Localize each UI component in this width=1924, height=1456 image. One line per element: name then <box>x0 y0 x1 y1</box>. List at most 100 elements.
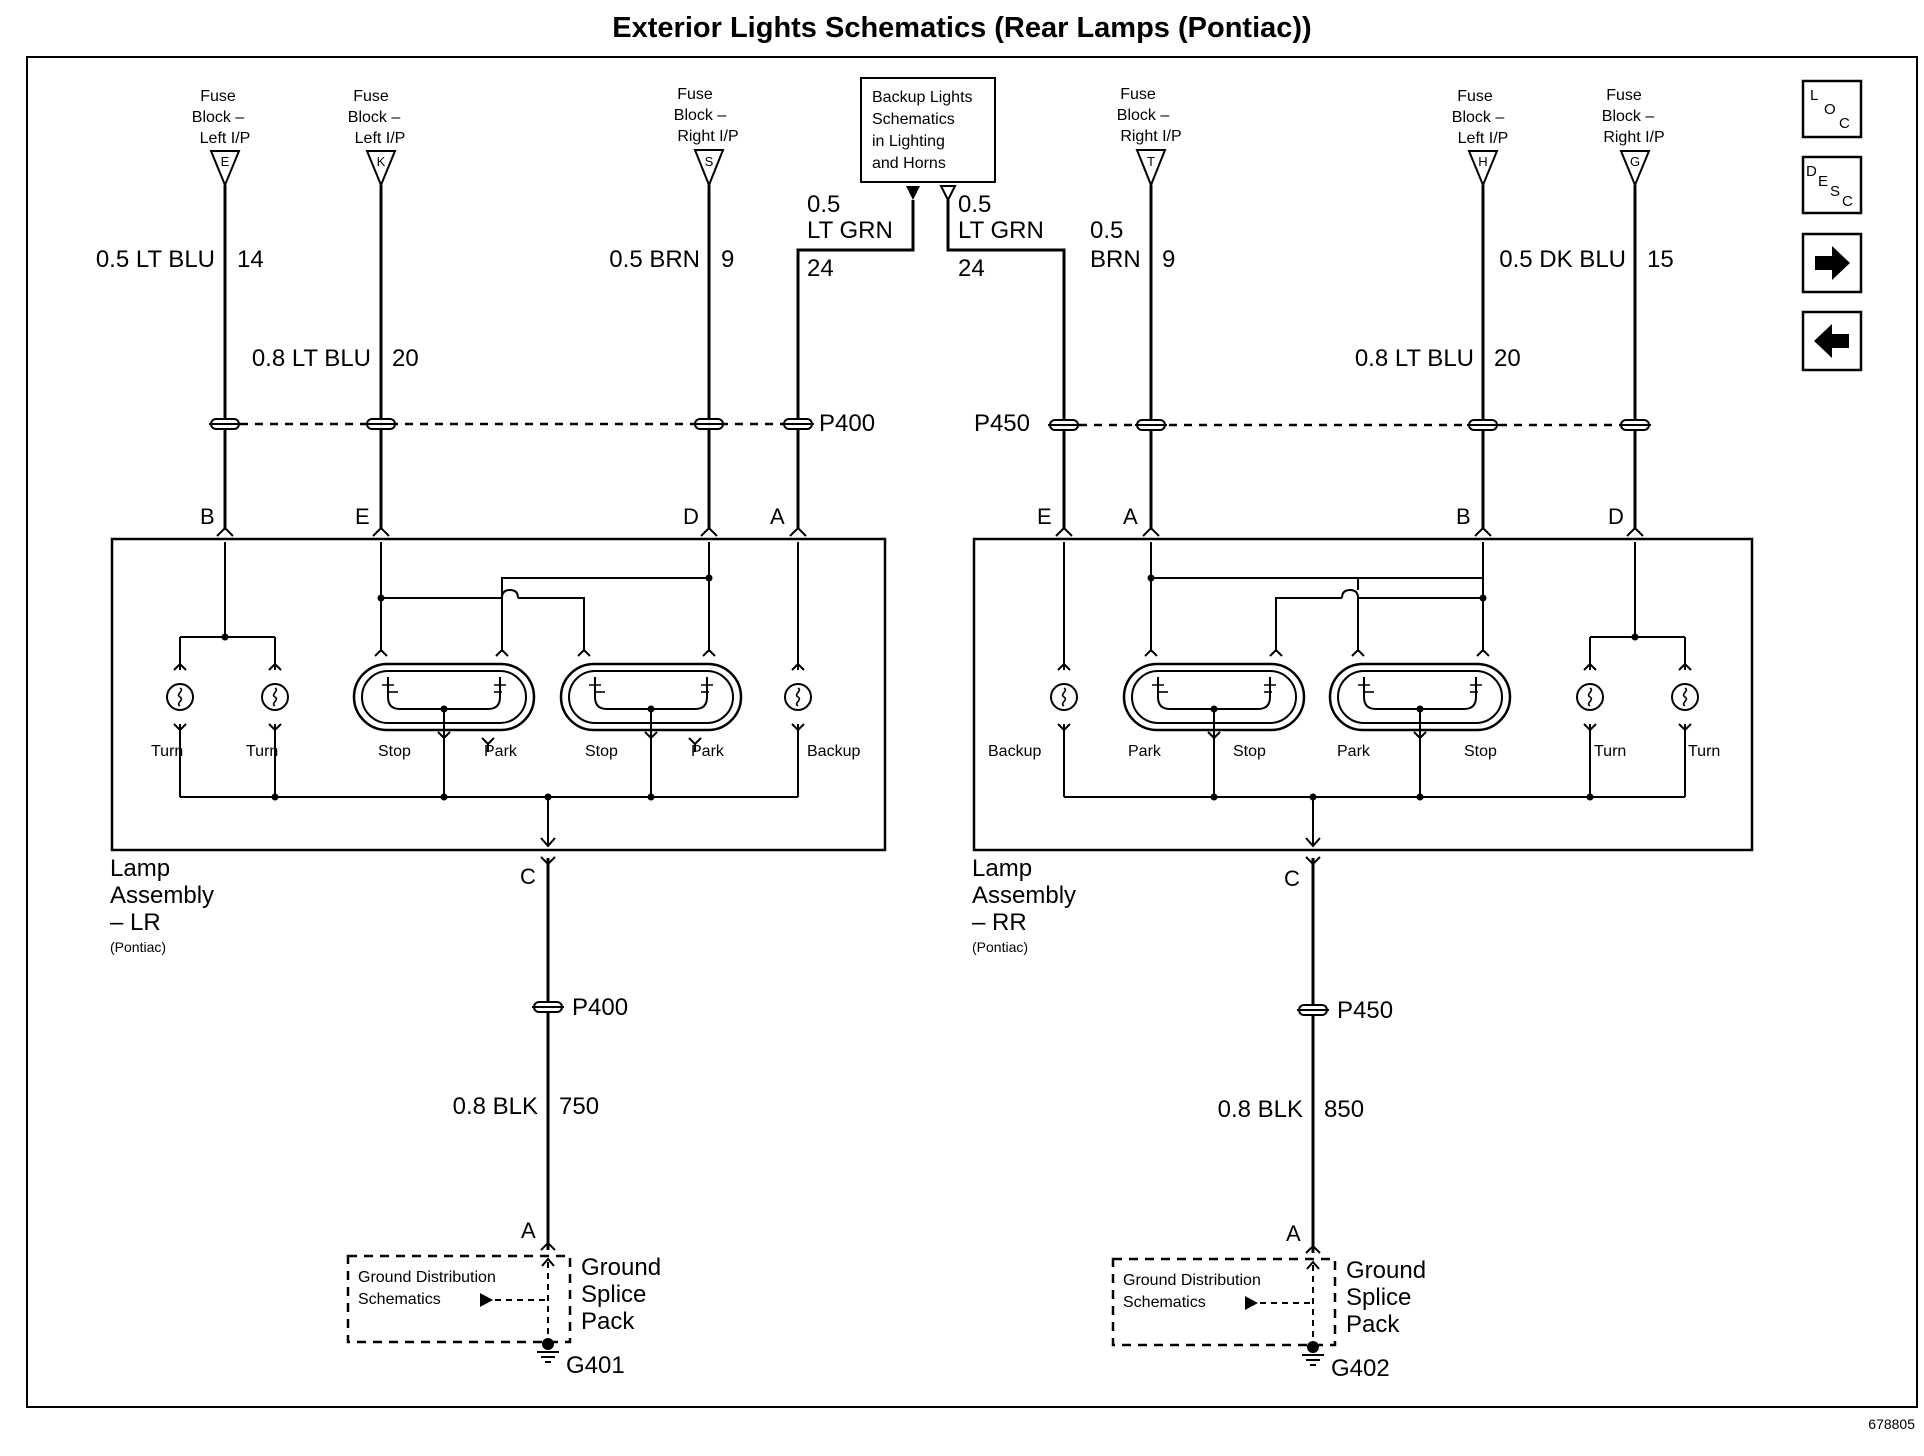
svg-text:Lamp: Lamp <box>110 855 170 882</box>
diagram-frame <box>26 56 1918 1408</box>
wire-lr-ground-circuit: 750 <box>559 1093 599 1120</box>
wire-rr-backup-circuit: 24 <box>958 255 985 282</box>
fuse-rr-park: Fuse Block – Left I/P H <box>1452 88 1509 188</box>
ground-distribution-box-rr[interactable]: Ground Distribution Schematics <box>1111 1257 1337 1366</box>
prev-page-button[interactable] <box>1801 310 1863 372</box>
svg-text:E: E <box>1818 173 1828 190</box>
document-number: 678805 <box>1868 1416 1915 1432</box>
lamp-assembly-rr: Backup Park Stop Park Stop Turn Turn <box>972 537 1754 852</box>
svg-text:Schematics: Schematics <box>872 111 955 128</box>
fuse-rr-turn: Fuse Block – Right I/P G <box>1602 87 1665 188</box>
svg-text:C: C <box>1842 193 1853 210</box>
lr-pin-ground: C <box>520 864 536 889</box>
lr-bulb-label: Turn <box>246 743 278 760</box>
rr-bulb-label: Park <box>1337 743 1371 760</box>
wire-rr-ground-circuit: 850 <box>1324 1096 1364 1123</box>
svg-text:O: O <box>1824 101 1836 118</box>
ground-g402-label: G402 <box>1331 1355 1390 1382</box>
wire-rr-park-circuit: 20 <box>1494 345 1521 372</box>
svg-text:Ground: Ground <box>581 1254 661 1281</box>
svg-text:Block –: Block – <box>192 109 245 126</box>
wire-lr-turn-label: 0.5 LT BLU <box>96 246 215 273</box>
rr-bulb-label: Turn <box>1688 743 1720 760</box>
lr-assembly-label: Lamp Assembly – LR (Pontiac) <box>110 855 214 955</box>
ground-connector-p400-label: P400 <box>572 994 628 1021</box>
lr-bulb-label: Park <box>484 743 518 760</box>
svg-text:Right I/P: Right I/P <box>1120 128 1181 145</box>
diagram-title: Exterior Lights Schematics (Rear Lamps (… <box>612 12 1311 44</box>
upper-wires <box>223 185 1637 530</box>
wire-lr-backup-color: LT GRN <box>807 217 893 244</box>
svg-text:Block –: Block – <box>1117 107 1170 124</box>
svg-text:Fuse: Fuse <box>1457 88 1493 105</box>
svg-text:in Lighting: in Lighting <box>872 133 945 150</box>
wire-rr-stop-size: 0.5 <box>1090 217 1123 244</box>
lr-bulb-label: Park <box>691 743 725 760</box>
rr-pin-backup: E <box>1037 504 1052 529</box>
svg-text:Schematics: Schematics <box>1123 1294 1206 1311</box>
fuse-lr-stop: Fuse Block – Right I/P S <box>674 86 739 188</box>
wire-rr-backup-color: LT GRN <box>958 217 1044 244</box>
svg-text:Ground: Ground <box>1346 1257 1426 1284</box>
lr-pin-splice: A <box>521 1218 536 1243</box>
rr-pin-ground: C <box>1284 866 1300 891</box>
rr-bulb-label: Stop <box>1233 743 1266 760</box>
ground-distribution-box-lr[interactable]: Ground Distribution Schematics <box>346 1254 572 1363</box>
rr-pin-park: B <box>1456 504 1471 529</box>
ground-g401-label: G401 <box>566 1352 625 1379</box>
lr-bulb-label: Stop <box>585 743 618 760</box>
lr-bulb-label: Turn <box>151 743 183 760</box>
svg-text:Splice: Splice <box>581 1281 646 1308</box>
ground-circuit-rr <box>1296 856 1330 1254</box>
rr-bulb-label: Park <box>1128 743 1162 760</box>
svg-text:S: S <box>1830 183 1840 200</box>
connector-p400-label: P400 <box>819 410 875 437</box>
backup-arrow-left <box>906 186 920 200</box>
svg-text:S: S <box>705 154 714 169</box>
svg-text:Fuse: Fuse <box>200 88 236 105</box>
svg-text:Schematics: Schematics <box>358 1291 441 1308</box>
svg-text:Left I/P: Left I/P <box>1458 130 1509 147</box>
svg-text:– RR: – RR <box>972 909 1027 936</box>
fuse-lr-turn: Fuse Block – Left I/P E <box>192 88 251 188</box>
svg-text:(Pontiac): (Pontiac) <box>972 939 1028 955</box>
svg-text:Left I/P: Left I/P <box>355 130 406 147</box>
wire-rr-stop-color: BRN <box>1090 246 1141 273</box>
fuse-lr-park: Fuse Block – Left I/P K <box>348 88 406 188</box>
svg-text:H: H <box>1478 154 1487 169</box>
svg-text:K: K <box>377 154 386 169</box>
wire-rr-turn-label: 0.5 DK BLU <box>1499 246 1626 273</box>
wire-lr-stop-circuit: 9 <box>721 246 734 273</box>
svg-text:Right I/P: Right I/P <box>1603 129 1664 146</box>
splice-pack-label-rr: Ground Splice Pack <box>1346 1257 1426 1338</box>
rr-assembly-label: Lamp Assembly – RR (Pontiac) <box>972 855 1076 955</box>
lr-bulb-label: Stop <box>378 743 411 760</box>
wire-lr-backup-size: 0.5 <box>807 191 840 218</box>
rr-pin-splice: A <box>1286 1221 1301 1246</box>
wire-rr-ground-label: 0.8 BLK <box>1218 1096 1303 1123</box>
ground-connector-p450-label: P450 <box>1337 997 1393 1024</box>
arrow-left-icon <box>1814 324 1849 358</box>
svg-text:Block –: Block – <box>348 109 401 126</box>
svg-text:C: C <box>1839 115 1850 132</box>
loc-button[interactable]: LOC <box>1801 79 1863 139</box>
svg-text:Assembly: Assembly <box>110 882 214 909</box>
svg-text:Splice: Splice <box>1346 1284 1411 1311</box>
svg-text:Left I/P: Left I/P <box>200 130 251 147</box>
wire-lr-stop-label: 0.5 BRN <box>609 246 700 273</box>
wire-rr-turn-circuit: 15 <box>1647 246 1674 273</box>
rr-bulb-label: Backup <box>988 743 1041 760</box>
terminal-arrows-top <box>216 526 1644 537</box>
svg-text:– LR: – LR <box>110 909 161 936</box>
rr-pin-turn: D <box>1608 504 1624 529</box>
backup-lights-reference-box[interactable]: Backup Lights Schematics in Lighting and… <box>860 77 996 183</box>
lr-bulb-label: Backup <box>807 743 860 760</box>
svg-text:Backup Lights: Backup Lights <box>872 89 973 106</box>
svg-text:Ground Distribution: Ground Distribution <box>1123 1272 1261 1289</box>
lamp-assembly-lr: Turn Turn Stop Park Stop Park Backup <box>110 537 887 852</box>
connector-p450-label: P450 <box>974 410 1030 437</box>
next-page-button[interactable] <box>1801 232 1863 294</box>
wire-rr-park-label: 0.8 LT BLU <box>1355 345 1474 372</box>
svg-text:D: D <box>1806 163 1817 180</box>
